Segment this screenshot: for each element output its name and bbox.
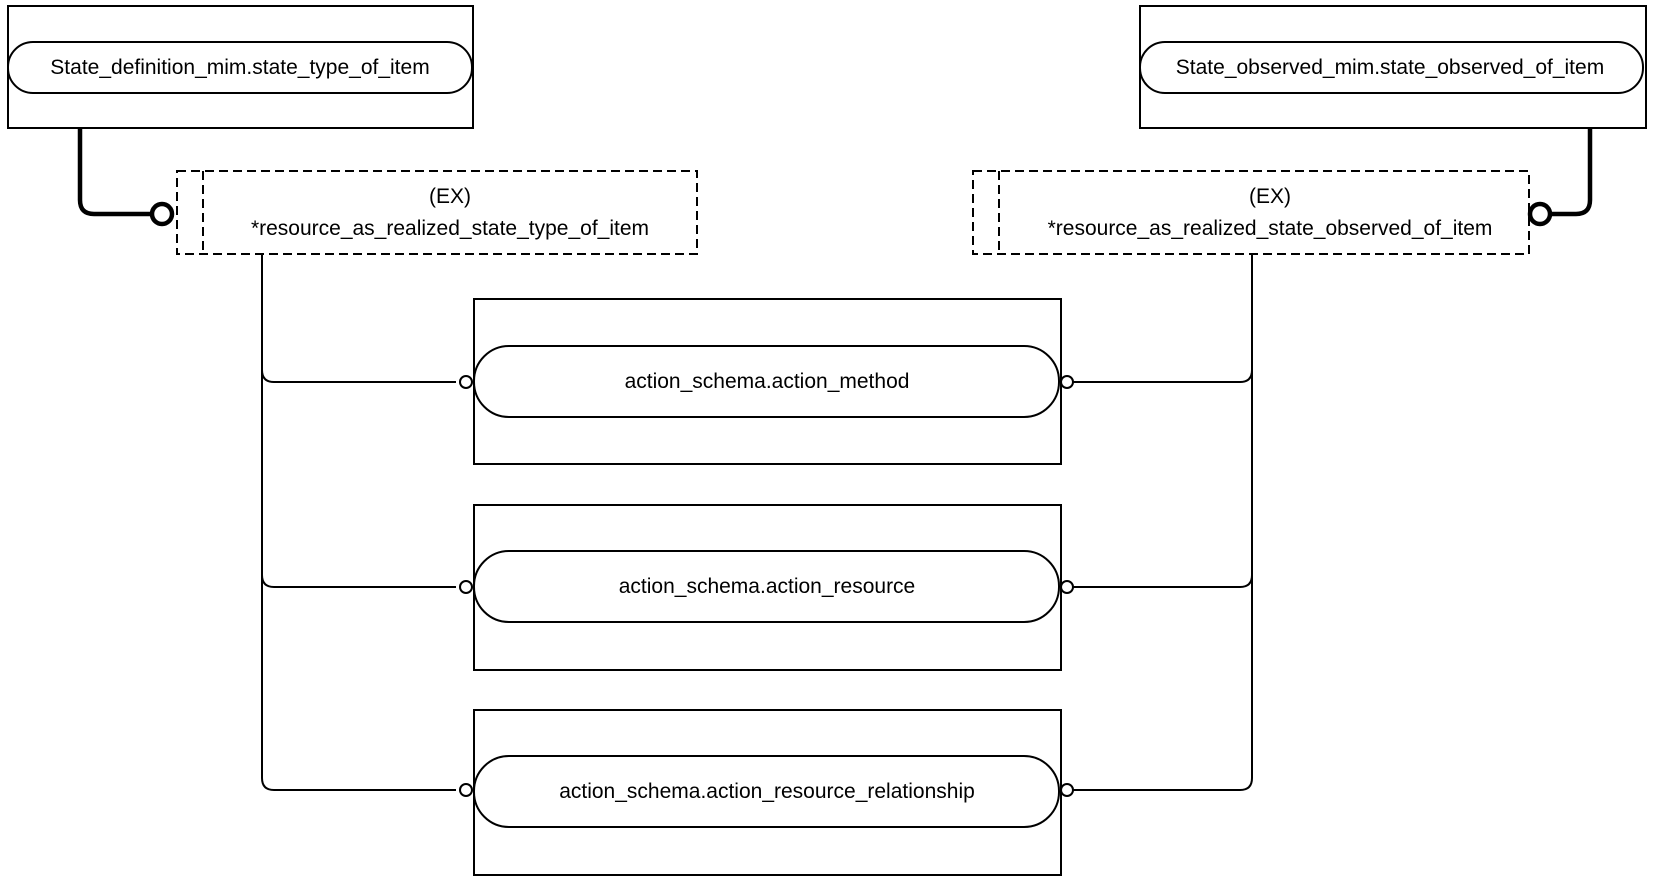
entity-state-observed-of-item-label: State_observed_mim.state_observed_of_ite… xyxy=(1176,56,1604,79)
entity-state-type-of-item[interactable]: State_definition_mim.state_type_of_item xyxy=(7,5,474,129)
extension-select-left[interactable]: (EX) *resource_as_realized_state_type_of… xyxy=(176,170,698,255)
left-endpoint-action-resource xyxy=(459,580,473,594)
left-supertype-circle xyxy=(149,201,175,227)
left-endpoint-action-method xyxy=(459,375,473,389)
right-endpoint-action-method xyxy=(1060,375,1074,389)
entity-action-method-label: action_schema.action_method xyxy=(625,370,910,393)
extension-select-right[interactable]: (EX) *resource_as_realized_state_observe… xyxy=(972,170,1530,255)
left-branch-action-method xyxy=(261,369,456,383)
entity-state-observed-of-item[interactable]: State_observed_mim.state_observed_of_ite… xyxy=(1139,5,1647,129)
entity-action-resource[interactable]: action_schema.action_resource xyxy=(473,504,1062,671)
right-branch-action-method xyxy=(1073,369,1253,383)
right-endpoint-action-resource-relationship xyxy=(1060,783,1074,797)
left-supertype-line xyxy=(77,128,150,217)
right-endpoint-action-resource xyxy=(1060,580,1074,594)
extension-left-name: *resource_as_realized_state_type_of_item xyxy=(251,217,649,240)
right-supertype-line xyxy=(1552,128,1593,217)
extension-right-name: *resource_as_realized_state_observed_of_… xyxy=(1048,217,1493,240)
right-trunk-line xyxy=(1073,254,1253,791)
extension-left-tag: (EX) xyxy=(429,185,471,208)
right-supertype-circle xyxy=(1527,201,1553,227)
right-branch-action-resource xyxy=(1073,574,1253,588)
entity-action-resource-label: action_schema.action_resource xyxy=(619,575,916,598)
extension-right-tag: (EX) xyxy=(1249,185,1291,208)
left-endpoint-action-resource-relationship xyxy=(459,783,473,797)
entity-action-resource-relationship-label: action_schema.action_resource_relationsh… xyxy=(559,780,975,803)
entity-action-method[interactable]: action_schema.action_method xyxy=(473,298,1062,465)
entity-state-type-of-item-label: State_definition_mim.state_type_of_item xyxy=(50,56,429,79)
left-trunk-line xyxy=(261,254,456,791)
left-branch-action-resource xyxy=(261,574,456,588)
entity-action-resource-relationship[interactable]: action_schema.action_resource_relationsh… xyxy=(473,709,1062,876)
